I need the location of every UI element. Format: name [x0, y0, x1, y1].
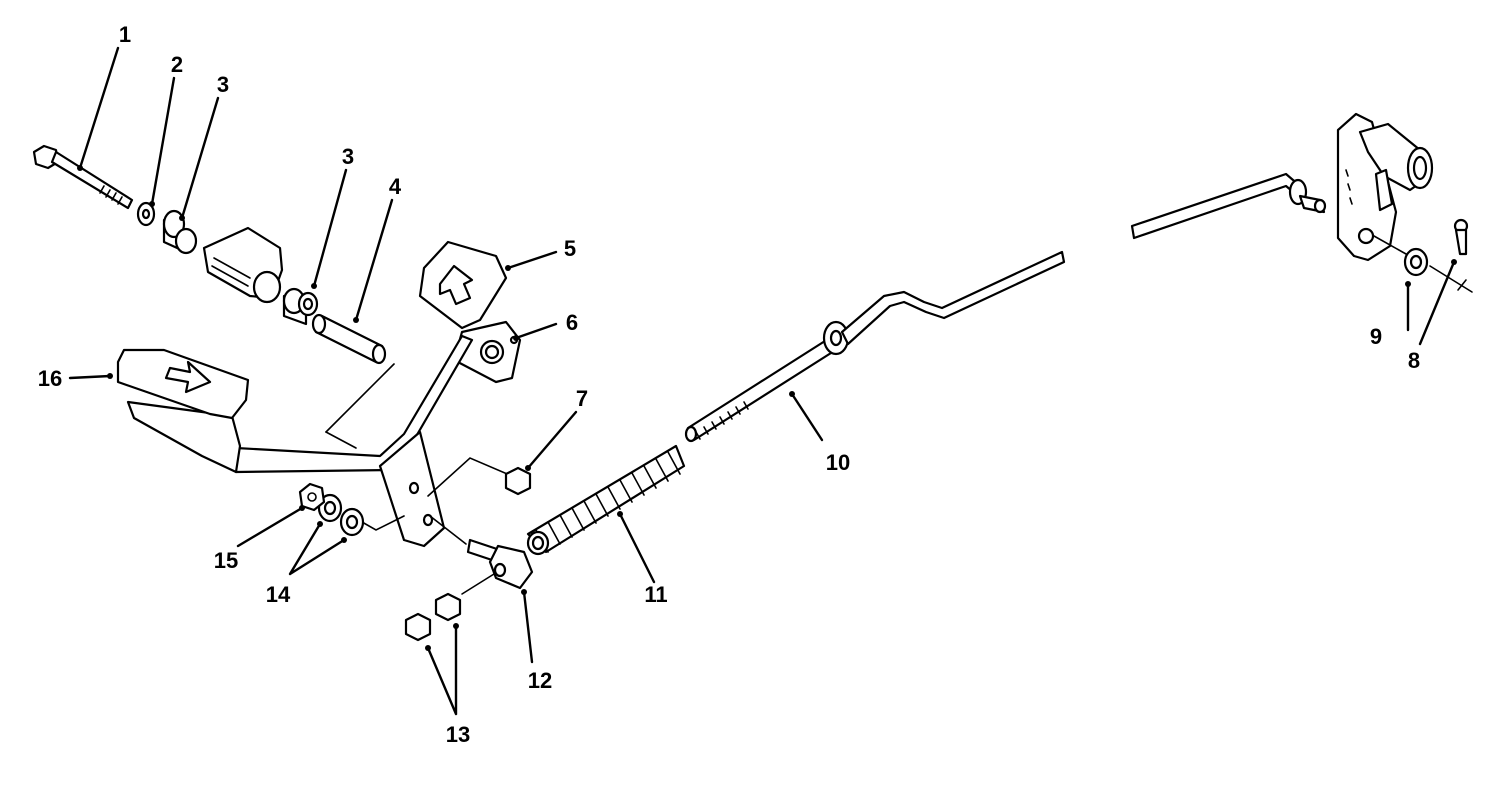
part-11-spring	[526, 444, 686, 556]
callout-3-left: 3	[217, 72, 229, 97]
callout-3-right: 3	[342, 144, 354, 169]
part-8-cotter-pin	[1429, 218, 1473, 293]
pedal-arm	[234, 334, 474, 548]
callout-8: 8	[1408, 348, 1420, 373]
part-1-bolt	[32, 144, 134, 210]
leader-dots	[77, 165, 1457, 651]
callout-2: 2	[171, 52, 183, 77]
part-9-washer	[1403, 247, 1429, 277]
pivot-bracket-right	[1336, 112, 1434, 262]
callout-11: 11	[644, 582, 667, 607]
part-12-swivel	[429, 515, 534, 595]
leader-lines	[68, 46, 1456, 716]
part-5-pedal-pad	[418, 240, 508, 330]
pivot-bracket	[202, 226, 284, 304]
callout-14: 14	[266, 582, 291, 607]
callout-7: 7	[576, 386, 588, 411]
callout-10: 10	[826, 450, 850, 475]
part-10-rod	[684, 172, 1327, 443]
part-4-pin	[311, 313, 387, 365]
part-13-nuts	[404, 592, 462, 642]
part-14-washers	[317, 493, 405, 537]
callout-15: 15	[214, 548, 238, 573]
part-2-washer	[136, 201, 156, 227]
callout-1: 1	[119, 22, 131, 47]
callout-6: 6	[566, 310, 578, 335]
part-3-bushing-right	[282, 287, 319, 326]
callout-16: 16	[38, 366, 62, 391]
part-3-bushing-left	[162, 209, 198, 255]
callout-4: 4	[389, 174, 402, 199]
part-7-nut	[427, 457, 532, 497]
callout-13: 13	[446, 722, 470, 747]
callout-9: 9	[1370, 324, 1382, 349]
part-16-pedal-pad	[116, 348, 250, 474]
callout-5: 5	[564, 236, 576, 261]
callout-12: 12	[528, 668, 552, 693]
